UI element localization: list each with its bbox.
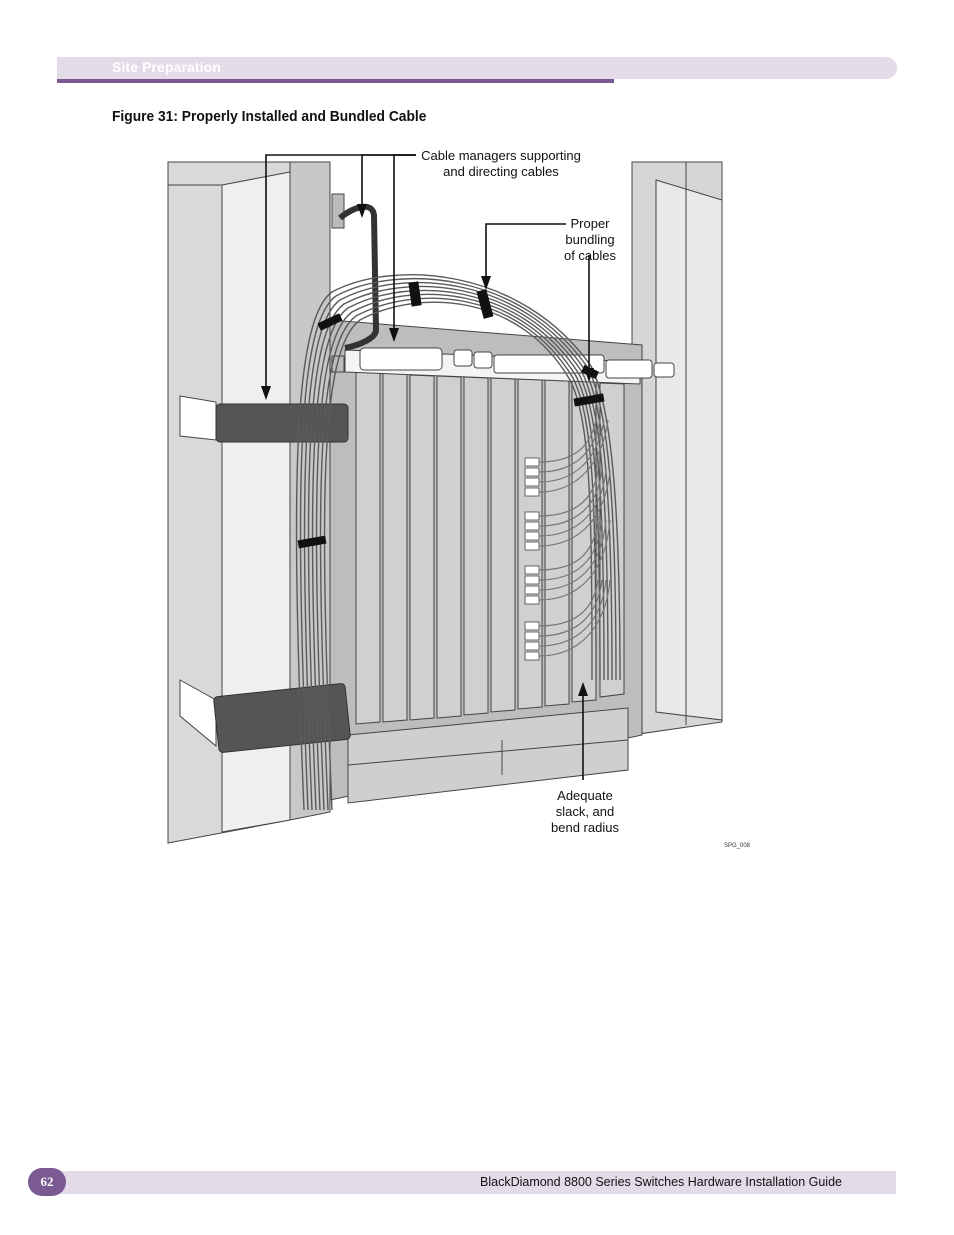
callout-line: Adequate [557, 788, 613, 803]
guide-title: BlackDiamond 8800 Series Switches Hardwa… [480, 1175, 842, 1189]
callout-line: Proper [570, 216, 610, 231]
callout-line: slack, and [555, 804, 615, 819]
callout-slack: Adequate slack, and bend radius [540, 788, 630, 836]
figure-code: SPG_008 [724, 843, 751, 849]
callout-line: bundling [565, 232, 615, 247]
callout-line: and directing cables [443, 164, 559, 179]
callout-line: bend radius [551, 820, 619, 835]
footer-bar [40, 1171, 896, 1194]
callout-line: Cable managers supporting [421, 148, 581, 163]
section-title: Site Preparation [112, 59, 221, 75]
callout-cable-managers: Cable managers supporting and directing … [410, 148, 592, 180]
header-rule [57, 79, 614, 83]
callout-line: of cables [563, 248, 617, 263]
callout-bundling: Proper bundling of cables [552, 216, 628, 264]
page-number: 62 [28, 1168, 66, 1196]
figure-caption: Figure 31: Properly Installed and Bundle… [112, 108, 427, 125]
header-bar [57, 57, 897, 79]
